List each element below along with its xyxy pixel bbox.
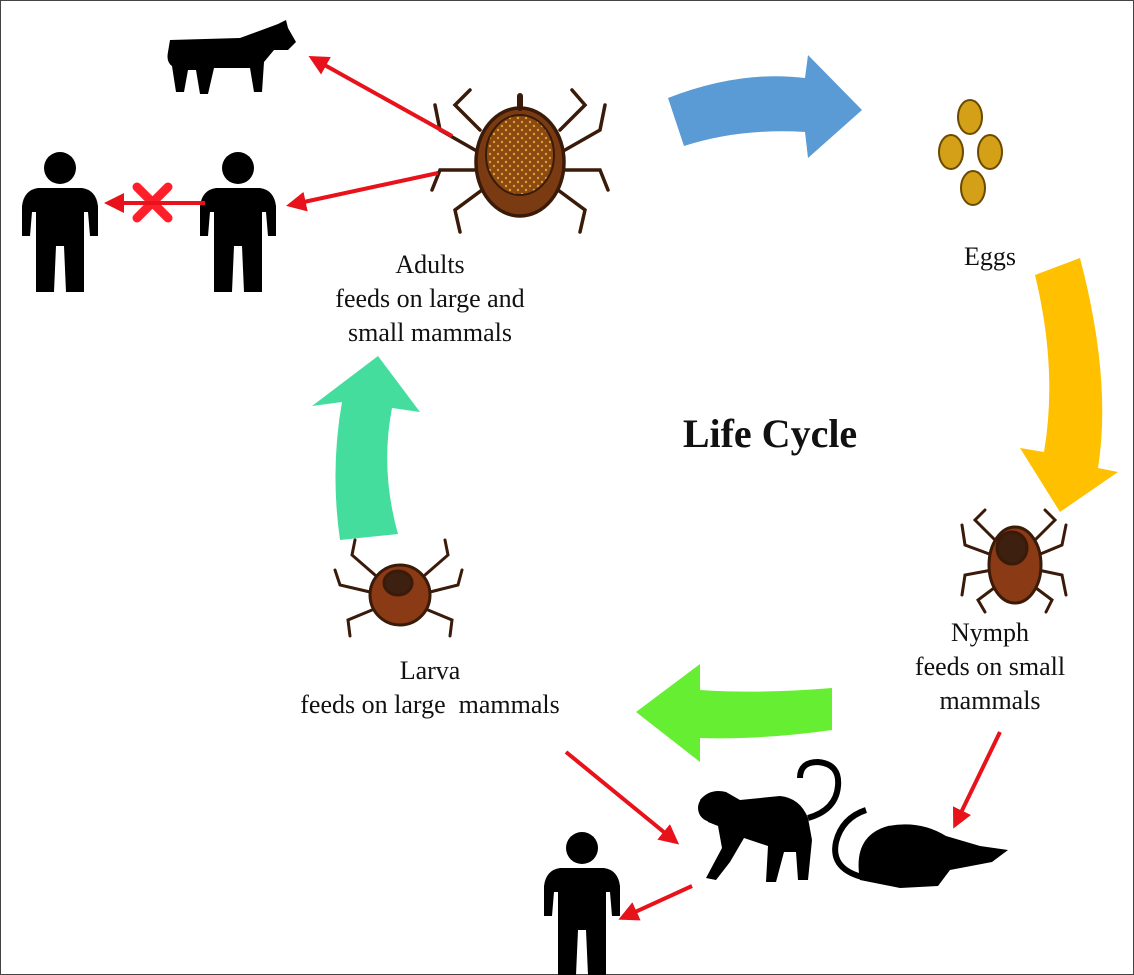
- adults-feeding-line1: feeds on large and: [300, 282, 560, 316]
- nymph-tick-icon: [962, 510, 1066, 612]
- larva-tick-icon: [335, 540, 462, 636]
- cycle-arrow-nymph-to-larva: [636, 664, 832, 762]
- infected-human-icon: [200, 152, 276, 292]
- cycle-arrow-larva-to-adults: [312, 356, 420, 540]
- arrow-larva-to-monkey: [566, 752, 676, 842]
- eggs-icon: [939, 100, 1002, 205]
- adult-tick-icon: [432, 90, 608, 232]
- adults-stage-name: Adults: [300, 248, 560, 282]
- cycle-arrow-eggs-to-nymph: [1020, 258, 1118, 512]
- arrow-adult-to-cow: [312, 58, 452, 136]
- adults-feeding-line2: small mammals: [300, 316, 560, 350]
- nymph-feeding-line1: feeds on small: [870, 650, 1110, 684]
- larva-feeding-line: feeds on large mammals: [240, 688, 620, 722]
- bottom-human-icon: [544, 832, 620, 975]
- eggs-stage-name: Eggs: [930, 240, 1050, 274]
- adults-label: Adults feeds on large and small mammals: [300, 248, 560, 350]
- cycle-arrow-adults-to-eggs: [668, 55, 862, 158]
- nymph-feeding-line2: mammals: [870, 684, 1110, 718]
- nymph-label: Nymph feeds on small mammals: [870, 616, 1110, 718]
- monkey-icon: [698, 762, 838, 882]
- nymph-stage-name: Nymph: [870, 616, 1110, 650]
- arrow-monkey-to-human: [622, 886, 692, 918]
- arrow-adult-to-human: [290, 173, 438, 205]
- larva-label: Larva feeds on large mammals: [240, 654, 620, 722]
- cow-icon: [168, 20, 297, 94]
- eggs-label: Eggs: [930, 240, 1050, 274]
- diagram-title: Life Cycle: [630, 410, 910, 458]
- rat-icon: [835, 810, 1008, 888]
- larva-stage-name: Larva: [240, 654, 620, 688]
- blocked-human-icon: [22, 152, 98, 292]
- arrow-nymph-to-rat: [955, 732, 1000, 825]
